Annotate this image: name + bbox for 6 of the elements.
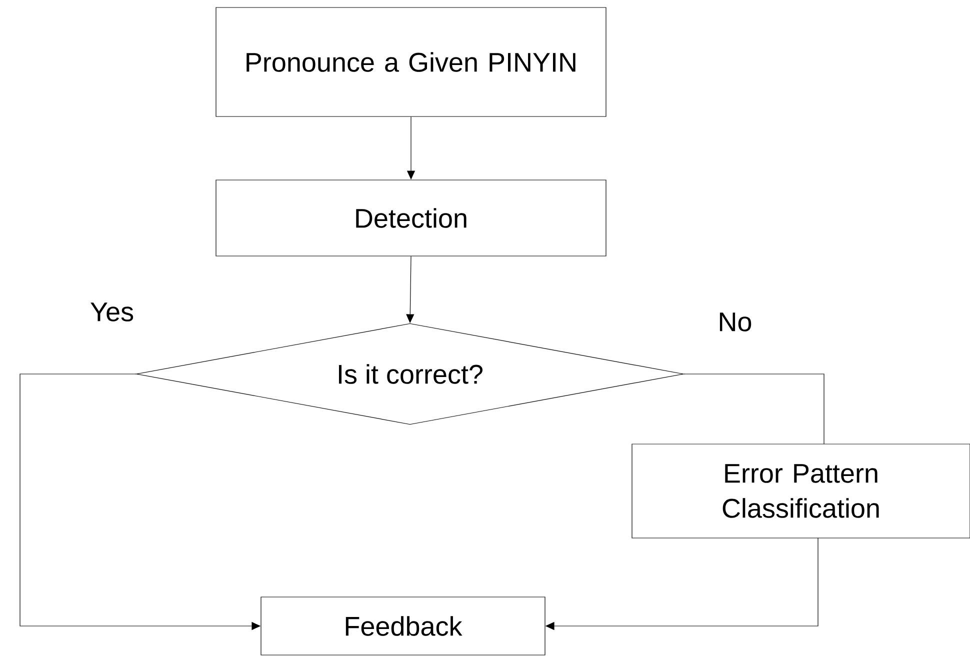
edge-label: No	[716, 312, 754, 332]
process-box: Detection	[216, 180, 606, 256]
edge-label: Yes	[88, 302, 136, 322]
process-box: Error Pattern Classification	[632, 444, 970, 538]
process-box: Pronounce a Given PINYIN	[216, 7, 606, 117]
process-box: Feedback	[260, 596, 546, 656]
